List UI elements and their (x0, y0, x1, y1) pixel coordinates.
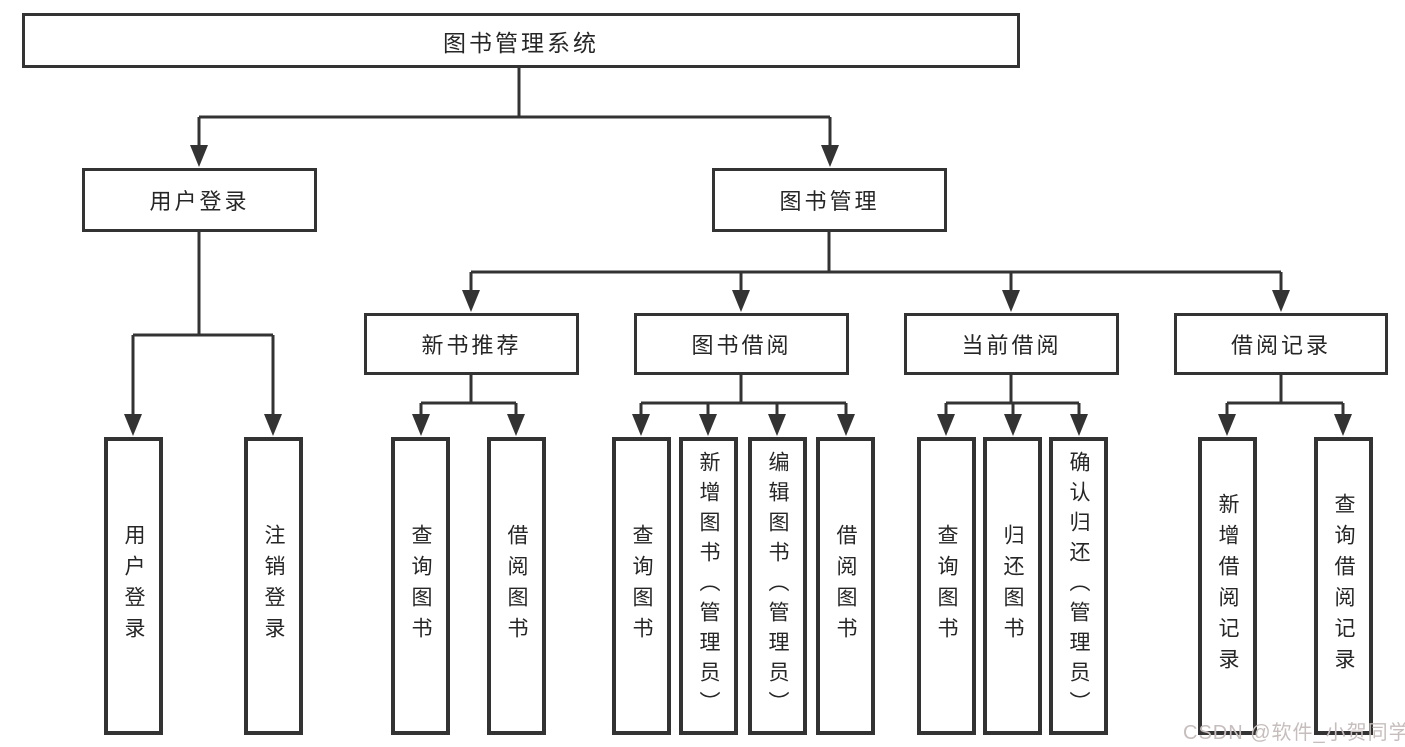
node-book-management: 图书管理 (712, 168, 947, 232)
leaf-logout: 注销登录 (244, 437, 303, 735)
edge-book-borrow-children (632, 375, 855, 436)
arrowhead (1218, 414, 1236, 436)
arrowhead (732, 290, 750, 312)
leaf-confirm-return-admin: 确认归还（管理员） (1049, 437, 1108, 735)
arrowhead (821, 145, 839, 167)
leaf-query-books-current: 查询图书 (917, 437, 976, 735)
node-root-system: 图书管理系统 (22, 13, 1020, 68)
arrowhead (1002, 290, 1020, 312)
node-new-book-recommend: 新书推荐 (364, 313, 579, 375)
arrowhead (1272, 290, 1290, 312)
leaf-query-borrow-record: 查询借阅记录 (1314, 437, 1373, 735)
arrowhead (837, 414, 855, 436)
edge-new-book-rec-children (412, 375, 525, 436)
node-user-login: 用户登录 (82, 168, 317, 232)
leaf-borrow-books-rec: 借阅图书 (487, 437, 546, 735)
edge-book-mgmt-to-level3 (462, 232, 1290, 312)
arrowhead (412, 414, 430, 436)
leaf-user-login: 用户登录 (104, 437, 163, 735)
leaf-borrow-books: 借阅图书 (816, 437, 875, 735)
leaf-add-books-admin: 新增图书（管理员） (679, 437, 738, 735)
arrowhead (507, 414, 525, 436)
edge-current-borrow-children (937, 375, 1088, 436)
leaf-query-books-rec: 查询图书 (391, 437, 450, 735)
node-book-borrowing: 图书借阅 (634, 313, 849, 375)
node-current-borrowing: 当前借阅 (904, 313, 1119, 375)
edge-root-to-level2 (190, 68, 839, 167)
arrowhead (768, 414, 786, 436)
arrowhead (190, 145, 208, 167)
arrowhead (1070, 414, 1088, 436)
arrowhead (124, 414, 142, 436)
arrowhead (1004, 414, 1022, 436)
arrowhead (462, 290, 480, 312)
leaf-add-borrow-record: 新增借阅记录 (1198, 437, 1257, 735)
leaf-edit-books-admin: 编辑图书（管理员） (748, 437, 807, 735)
leaf-query-books-borrow: 查询图书 (612, 437, 671, 735)
edge-user-login-children (124, 232, 282, 436)
csdn-watermark: CSDN @软件_小贺同学 (1183, 722, 1405, 744)
edge-borrow-record-children (1218, 375, 1352, 436)
arrowhead (632, 414, 650, 436)
arrowhead (264, 414, 282, 436)
arrowhead (937, 414, 955, 436)
arrowhead (699, 414, 717, 436)
node-borrowing-records: 借阅记录 (1174, 313, 1388, 375)
leaf-return-books: 归还图书 (983, 437, 1042, 735)
arrowhead (1334, 414, 1352, 436)
